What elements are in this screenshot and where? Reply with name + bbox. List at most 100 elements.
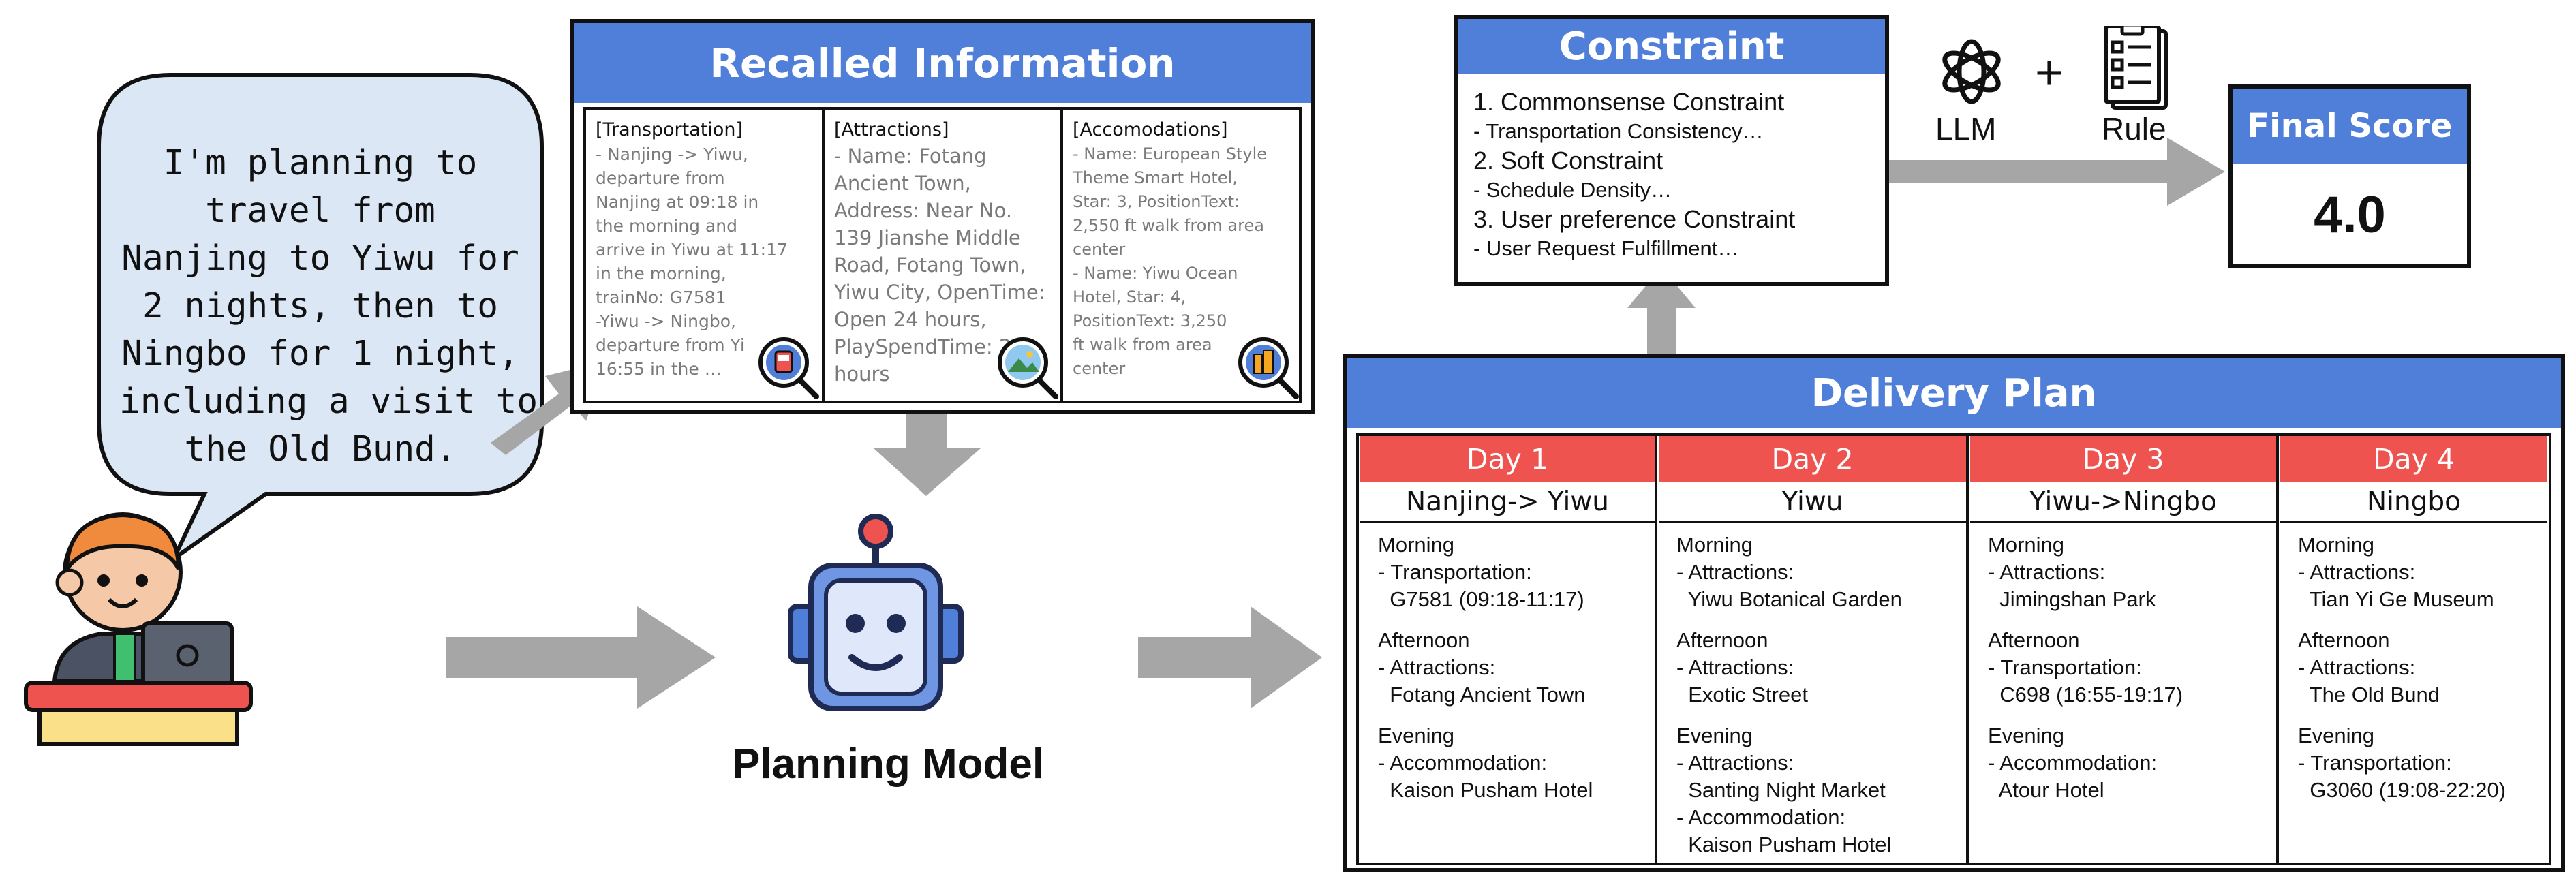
speech-bubble bbox=[97, 73, 544, 565]
day-route-1: Nanjing-> Yiwu bbox=[1360, 482, 1655, 523]
schedule-block: Morning - Transportation: G7581 (09:18-11… bbox=[1378, 531, 1648, 613]
schedule-line: Jimingshan Park bbox=[1988, 587, 2156, 611]
schedule-line: - Attractions: bbox=[2298, 655, 2416, 679]
attractions-line: PlaySpendTime: 2 bbox=[834, 335, 1012, 358]
day-schedule-2: Morning - Attractions: Yiwu Botanical Gar… bbox=[1676, 531, 1959, 872]
day-divider bbox=[1966, 433, 1969, 863]
transport-search-icon bbox=[758, 337, 819, 399]
rule-label: Rule bbox=[2102, 111, 2166, 146]
schedule-line: Santing Night Market bbox=[1676, 778, 1886, 802]
delivery-table-border bbox=[1356, 433, 2551, 865]
user-request-line: the Old Bund. bbox=[184, 429, 457, 469]
accommodations-line: center bbox=[1073, 240, 1126, 259]
constraint-detail-1: - Transportation Consistency… bbox=[1473, 119, 1764, 143]
day-divider bbox=[1655, 433, 1657, 863]
schedule-line: The Old Bund bbox=[2298, 683, 2440, 707]
accommodations-line: Hotel, Star: 4, bbox=[1073, 288, 1186, 307]
schedule-block: Afternoon - Attractions: The Old Bund bbox=[2298, 627, 2541, 709]
recalled-information-title: Recalled Information bbox=[574, 23, 1311, 103]
schedule-line: Yiwu Botanical Garden bbox=[1676, 587, 1902, 611]
schedule-block: Evening - Accommodation: Atour Hotel bbox=[1988, 722, 2269, 804]
final-score-title: Final Score bbox=[2233, 89, 2467, 164]
schedule-line: - Accommodation: bbox=[1988, 751, 2158, 775]
schedule-line: - Transportation: bbox=[1988, 655, 2142, 679]
schedule-line: - Attractions: bbox=[1676, 655, 1794, 679]
day-divider bbox=[2276, 433, 2279, 863]
constraint-list: 1. Commonsense Constraint - Transportati… bbox=[1473, 87, 1882, 263]
schedule-line: C698 (16:55-19:17) bbox=[1988, 683, 2183, 707]
day-header-1: Day 1 bbox=[1360, 436, 1655, 482]
time-of-day-label: Morning bbox=[1988, 533, 2064, 557]
time-of-day-label: Evening bbox=[1378, 724, 1455, 747]
user-request-line: including a visit to bbox=[119, 382, 538, 422]
transportation-line: 16:55 in the … bbox=[596, 359, 722, 379]
time-of-day-label: Morning bbox=[1378, 533, 1454, 557]
user-request-line: Ningbo for 1 night, bbox=[121, 334, 519, 374]
transportation-line: the morning and bbox=[596, 216, 737, 236]
schedule-line: - Attractions: bbox=[1676, 751, 1794, 775]
schedule-block: Evening - Attractions: Santing Night Mark… bbox=[1676, 722, 1959, 858]
plus-sign: + bbox=[2035, 46, 2064, 100]
transportation-line: Nanjing at 09:18 in bbox=[596, 192, 759, 212]
time-of-day-label: Afternoon bbox=[2298, 628, 2390, 652]
arrow-recalled-to-model bbox=[874, 402, 981, 496]
schedule-block: Evening- Transportation: G3060 (19:08-22… bbox=[2298, 722, 2541, 804]
schedule-block: Afternoon - Transportation: C698 (16:55-1… bbox=[1988, 627, 2269, 709]
schedule-line: Tian Yi Ge Museum bbox=[2298, 587, 2494, 611]
schedule-line: - Transportation: bbox=[1378, 560, 1532, 584]
arrow-constraint-to-score bbox=[1888, 138, 2225, 206]
time-of-day-label: Morning bbox=[2298, 533, 2374, 557]
attractions-line: Open 24 hours, bbox=[834, 308, 987, 331]
constraint-title: Constraint bbox=[1458, 19, 1885, 74]
schedule-line: Exotic Street bbox=[1676, 683, 1808, 707]
rule-checklist-icon bbox=[2104, 26, 2168, 110]
user-request-line: Nanjing to Yiwu for bbox=[121, 238, 519, 279]
accommodations-line: 2,550 ft walk from area bbox=[1073, 216, 1264, 235]
day-schedule-1: Morning - Transportation: G7581 (09:18-11… bbox=[1378, 531, 1648, 818]
schedule-block: Afternoon- Attractions: Exotic Street bbox=[1676, 627, 1959, 709]
attractions-line: Yiwu City, OpenTime: bbox=[834, 281, 1045, 304]
time-of-day-label: Evening bbox=[2298, 724, 2375, 747]
constraint-heading-1: 1. Commonsense Constraint bbox=[1473, 88, 1785, 116]
schedule-line: Kaison Pusham Hotel bbox=[1378, 778, 1593, 802]
schedule-block: Evening- Accommodation: Kaison Pusham Ho… bbox=[1378, 722, 1648, 804]
robot-icon bbox=[788, 514, 964, 711]
schedule-block: Morning- Attractions: Jimingshan Park bbox=[1988, 531, 2269, 613]
llm-logo-icon bbox=[1942, 39, 2001, 104]
schedule-line: G7581 (09:18-11:17) bbox=[1378, 587, 1584, 611]
time-of-day-label: Afternoon bbox=[1988, 628, 2080, 652]
accommodations-line: Theme Smart Hotel, bbox=[1073, 168, 1238, 187]
user-request-line: I'm planning to bbox=[163, 143, 478, 183]
attraction-search-icon bbox=[998, 337, 1058, 399]
time-of-day-label: Morning bbox=[1676, 533, 1753, 557]
accommodations-header: [Accomodations] bbox=[1073, 119, 1228, 140]
time-of-day-label: Evening bbox=[1676, 724, 1753, 747]
user-request-line: 2 nights, then to bbox=[142, 286, 498, 326]
schedule-line: - Attractions: bbox=[2298, 560, 2416, 584]
attractions-line: 139 Jianshe Middle bbox=[834, 226, 1021, 249]
schedule-line: - Attractions: bbox=[1676, 560, 1794, 584]
constraint-detail-2: - Schedule Density… bbox=[1473, 178, 1672, 202]
schedule-line: - Attractions: bbox=[1378, 655, 1496, 679]
attractions-header: [Attractions] bbox=[834, 119, 949, 140]
transportation-line: - Nanjing -> Yiwu, bbox=[596, 144, 748, 164]
schedule-line: Atour Hotel bbox=[1988, 778, 2104, 802]
planning-model-label: Planning Model bbox=[732, 741, 1045, 788]
schedule-line: - Transportation: bbox=[2298, 751, 2452, 775]
day-route-2: Yiwu bbox=[1659, 482, 1966, 523]
attractions-line: hours bbox=[834, 362, 890, 386]
time-of-day-label: Evening bbox=[1988, 724, 2065, 747]
final-score-value: 4.0 bbox=[2314, 185, 2386, 244]
llm-label: LLM bbox=[1935, 111, 1997, 146]
user-request-line: travel from bbox=[205, 191, 435, 231]
day-header-2: Day 2 bbox=[1659, 436, 1966, 482]
transportation-line: -Yiwu -> Ningbo, bbox=[596, 311, 737, 331]
attractions-line: Address: Near No. bbox=[834, 199, 1013, 222]
schedule-line: Kaison Pusham Hotel bbox=[1676, 833, 1892, 856]
day-route-4: Ningbo bbox=[2280, 482, 2547, 523]
